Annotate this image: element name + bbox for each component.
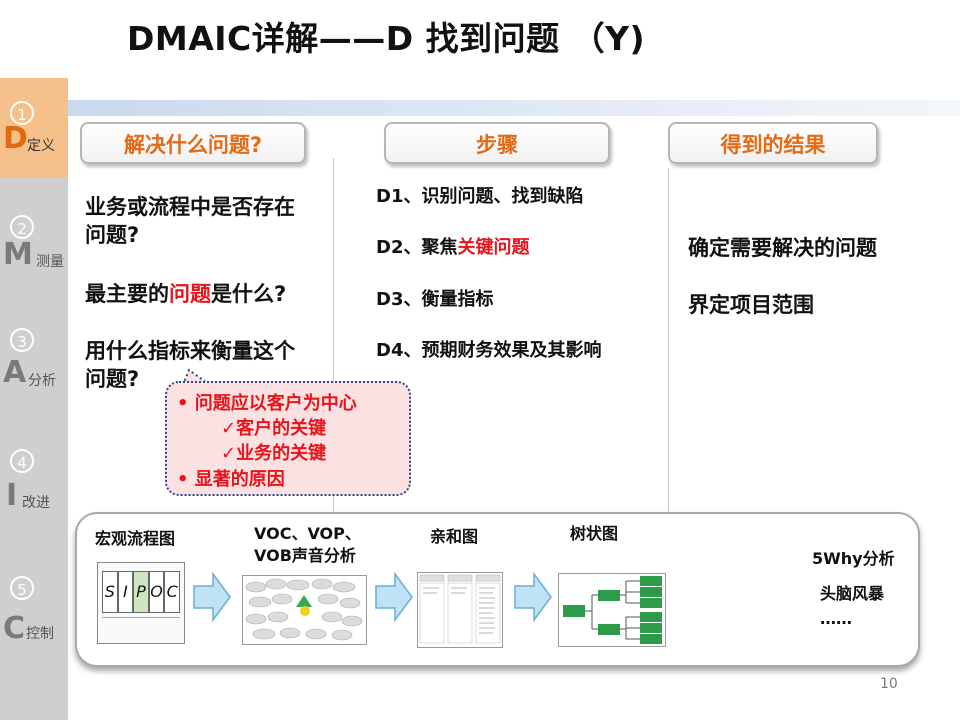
step-d4: D4、预期财务效果及其影响 [376,336,601,362]
affinity-diagram [417,572,503,648]
step-d2: D2、聚焦关键问题 [376,233,529,259]
dmaic-nav: 1 D 定义 2 M 测量 3 A 分析 4 I 改进 5 C 控制 [0,78,68,720]
tool-label-ellipsis: …… [820,608,852,630]
col-header-steps: 步骤 [384,122,610,164]
nav-label: 控制 [26,626,54,642]
nav-number: 5 [10,576,34,600]
nav-letter: M [3,240,33,270]
nav-number: 4 [10,449,34,473]
step-d3: D3、衡量指标 [376,285,493,311]
nav-label: 改进 [22,495,50,511]
col-header-problem: 解决什么问题? [80,122,306,164]
question-2: 最主要的问题是什么? [85,280,286,308]
flow-arrow-icon [514,572,552,622]
sipoc-letter: I [118,571,134,613]
nav-letter: I [6,481,17,511]
nav-label: 测量 [36,254,64,270]
nav-item-control[interactable]: 5 C 控制 [0,576,68,646]
nav-letter: A [3,358,26,388]
tool-label-tree: 树状图 [570,523,618,545]
voc-cloud-diagram [242,575,367,645]
tool-label-voc-2: VOB声音分析 [254,545,356,567]
tool-label-voc: VOC、VOP、 [254,523,361,545]
col-header-results: 得到的结果 [668,122,878,164]
sipoc-bottom-row [102,617,180,638]
tool-label-brainstorm: 头脑风暴 [820,583,884,605]
nav-item-improve[interactable]: 4 I 改进 [0,449,68,519]
nav-letter: D [3,124,28,154]
question-2-suffix: 是什么? [211,282,286,306]
flow-arrow-icon [193,572,231,622]
page-number: 10 [880,676,898,692]
column-divider [668,168,669,513]
tool-label-5why: 5Why分析 [812,548,895,570]
result-1: 确定需要解决的问题 [688,232,877,262]
nav-letter: C [3,614,25,644]
nav-number: 3 [10,328,34,352]
sipoc-letters: S I P O C [102,571,180,613]
step-d2-highlight: 关键问题 [457,237,529,258]
tool-label-affinity: 亲和图 [430,526,478,548]
page-title: DMAIC详解——D 找到问题 （Y) [127,12,645,60]
nav-item-measure[interactable]: 2 M 测量 [0,213,68,283]
nav-label: 定义 [27,138,55,154]
tree-diagram [558,573,666,647]
callout-line: • 显著的原因 [177,465,285,491]
step-d1: D1、识别问题、找到缺陷 [376,182,583,208]
nav-item-analyze[interactable]: 3 A 分析 [0,328,68,398]
tool-label-sipoc: 宏观流程图 [95,528,175,550]
callout-box: • 问题应以客户为中心 ✓客户的关键 ✓业务的关键 • 显著的原因 [165,381,411,496]
nav-label: 分析 [28,373,56,389]
nav-number: 2 [10,215,34,239]
callout-line: ✓业务的关键 [221,439,326,465]
sipoc-letter: C [164,571,180,613]
callout-line: • 问题应以客户为中心 [177,389,357,415]
question-2-prefix: 最主要的 [85,282,169,306]
callout-line: ✓客户的关键 [221,414,326,440]
question-1: 业务或流程中是否存在问题? [85,193,310,249]
step-d2-prefix: D2、聚焦 [376,237,457,258]
sipoc-diagram: S I P O C [97,562,185,644]
sipoc-letter: S [102,571,118,613]
decorative-band [68,100,960,116]
sipoc-letter: O [149,571,165,613]
question-2-highlight: 问题 [169,282,211,306]
result-2: 界定项目范围 [688,289,814,319]
sipoc-letter: P [133,571,149,613]
flow-arrow-icon [375,572,413,622]
nav-item-define[interactable]: 1 D 定义 [0,78,68,178]
